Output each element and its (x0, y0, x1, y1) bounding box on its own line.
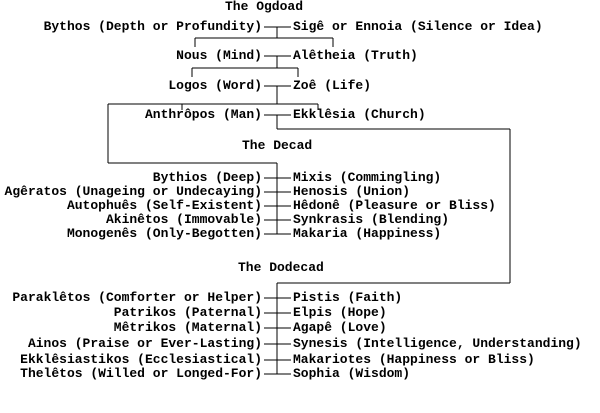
aeon-left-label: Paraklêtos (Comforter or Helper) (12, 290, 262, 305)
aeon-right-label: Elpis (Hope) (293, 305, 387, 320)
section-title-ogdoad: The Ogdoad (225, 0, 304, 14)
aeon-right-label: Sophia (Wisdom) (293, 366, 411, 381)
aeon-right-label: Pistis (Faith) (293, 290, 403, 305)
section-title-dodecad: The Dodecad (238, 260, 324, 275)
aeon-right-label: Mixis (Commingling) (293, 170, 442, 185)
aeon-left-label: Ainos (Praise or Ever-Lasting) (27, 336, 262, 351)
aeon-right-label: Agapê (Love) (293, 320, 387, 335)
aeon-left-label: Bythios (Deep) (152, 170, 262, 185)
aeon-left-label: Anthrôpos (Man) (144, 107, 262, 122)
aeon-right-label: Makaria (Happiness) (293, 226, 442, 241)
aeon-right-label: Makariotes (Happiness or Bliss) (293, 352, 535, 367)
section-title-decad: The Decad (242, 138, 313, 153)
aeon-left-label: Agêratos (Unageing or Undecaying) (4, 184, 262, 199)
aeon-left-label: Logos (Word) (168, 78, 262, 93)
aeon-right-label: Zoê (Life) (293, 78, 372, 93)
aeon-right-label: Alêtheia (Truth) (293, 48, 418, 63)
aeon-left-label: Thelêtos (Willed or Longed-For) (20, 366, 262, 381)
aeon-right-label: Synkrasis (Blending) (293, 212, 450, 227)
aeon-left-label: Nous (Mind) (176, 48, 262, 63)
aeon-right-label: Hêdonê (Pleasure or Bliss) (293, 198, 496, 213)
aeon-left-label: Ekklêsiastikos (Ecclesiastical) (20, 352, 262, 367)
aeon-right-label: Ekklêsia (Church) (293, 107, 426, 122)
aeon-left-label: Autophuês (Self-Existent) (66, 198, 262, 213)
aeon-left-label: Mêtrikos (Maternal) (113, 320, 262, 335)
aeon-right-label: Sigê or Ennoia (Silence or Idea) (293, 19, 543, 34)
aeon-left-label: Patrikos (Paternal) (113, 305, 262, 320)
aeon-left-label: Bythos (Depth or Profundity) (43, 19, 262, 34)
aeon-left-label: Monogenês (Only-Begotten) (66, 226, 262, 241)
aeon-right-label: Henosis (Union) (293, 184, 411, 199)
aeon-right-label: Synesis (Intelligence, Understanding) (293, 336, 582, 351)
aeon-left-label: Akinêtos (Immovable) (105, 212, 262, 227)
